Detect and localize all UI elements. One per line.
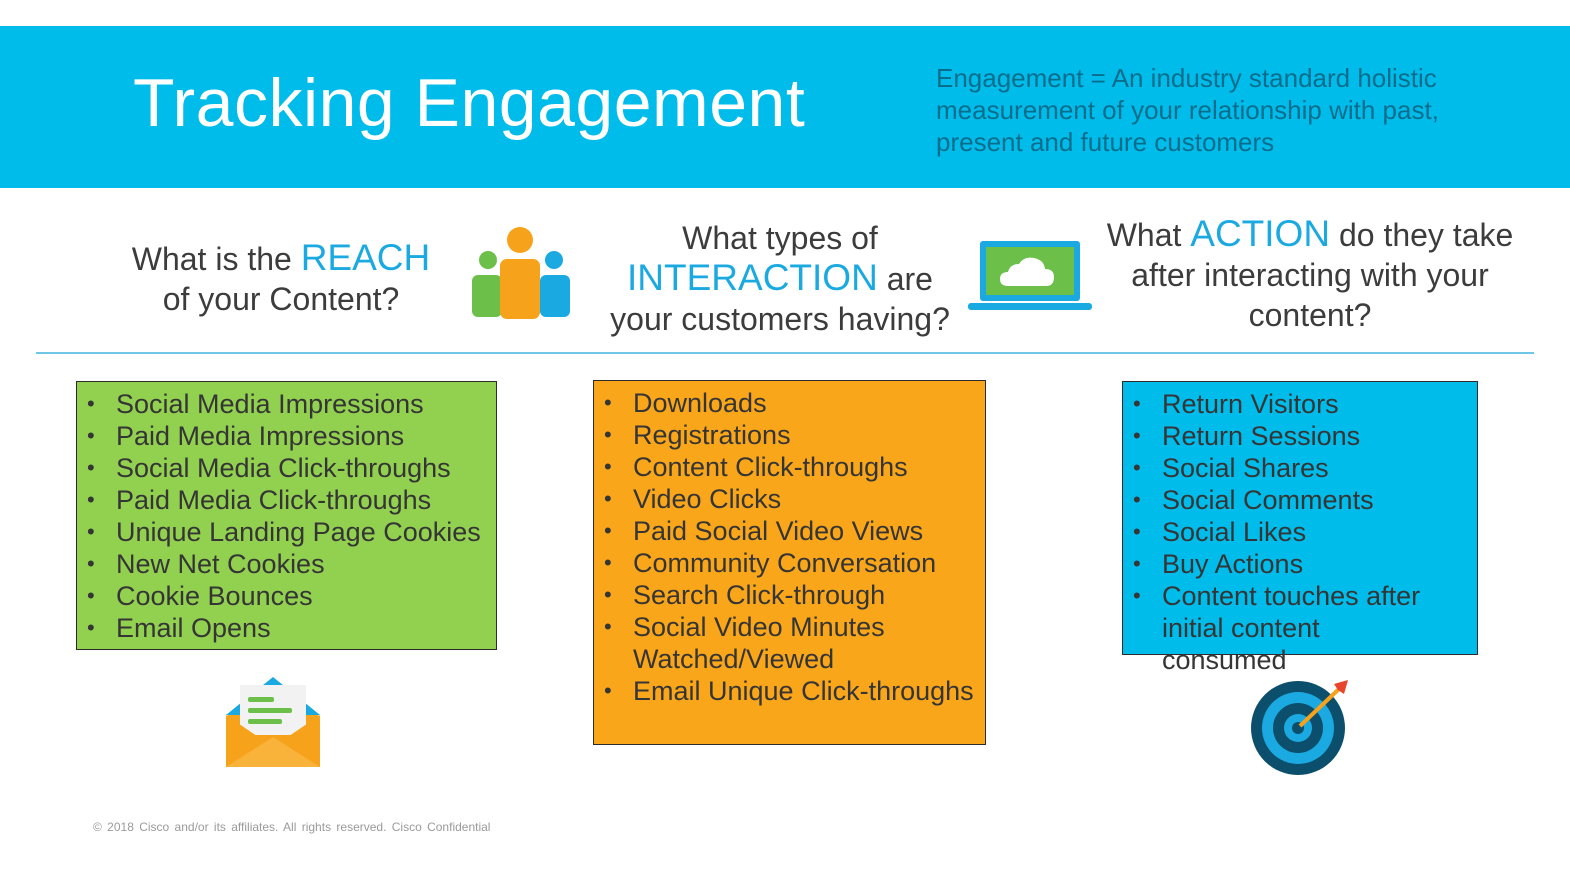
reach-question: What is the REACH of your Content?: [118, 238, 444, 319]
reach-question-before: What is the: [131, 241, 301, 277]
list-item: Return Sessions: [1123, 420, 1477, 452]
action-question-before: What: [1106, 217, 1191, 253]
list-item: Social Video Minutes Watched/Viewed: [594, 611, 894, 675]
list-item: Buy Actions: [1123, 548, 1477, 580]
reach-question-after: of your Content?: [162, 281, 400, 317]
reach-keyword: REACH: [300, 237, 431, 278]
list-item: Social Media Click-throughs: [77, 452, 496, 484]
people-icon: [472, 227, 570, 319]
interaction-keyword: INTERACTION: [627, 257, 878, 298]
list-item: Registrations: [594, 419, 985, 451]
mail-icon: [226, 677, 320, 767]
page-title: Tracking Engagement: [133, 65, 806, 141]
footer-copyright: © 2018 Cisco and/or its affiliates. All …: [93, 820, 491, 834]
engagement-definition: Engagement = An industry standard holist…: [936, 63, 1439, 157]
interaction-metrics-box: Downloads Registrations Content Click-th…: [593, 380, 986, 745]
list-item: Community Conversation: [594, 547, 985, 579]
list-item: Downloads: [594, 387, 985, 419]
interaction-question: What types of INTERACTION are your custo…: [600, 218, 960, 339]
list-item: New Net Cookies: [77, 548, 496, 580]
list-item: Paid Media Click-throughs: [77, 484, 496, 516]
list-item: Cookie Bounces: [77, 580, 496, 612]
action-question: What ACTION do they take after interacti…: [1095, 214, 1525, 335]
reach-metrics-list: Social Media Impressions Paid Media Impr…: [77, 382, 496, 644]
interaction-question-after: are your customers having?: [610, 261, 950, 337]
list-item: Return Visitors: [1123, 388, 1477, 420]
list-item: Social Comments: [1123, 484, 1477, 516]
interaction-metrics-list: Downloads Registrations Content Click-th…: [594, 381, 985, 707]
list-item: Search Click-through: [594, 579, 985, 611]
list-item: Paid Media Impressions: [77, 420, 496, 452]
list-item: Social Likes: [1123, 516, 1477, 548]
list-item: Email Unique Click-throughs: [594, 675, 985, 707]
action-metrics-box: Return Visitors Return Sessions Social S…: [1122, 381, 1478, 675]
section-divider: [36, 352, 1534, 354]
action-keyword: ACTION: [1190, 213, 1331, 254]
list-item: Video Clicks: [594, 483, 985, 515]
list-item: Email Opens: [77, 612, 496, 644]
target-icon: [1251, 680, 1348, 775]
reach-metrics-box: Social Media Impressions Paid Media Impr…: [76, 381, 497, 650]
laptop-cloud-icon: [968, 241, 1092, 310]
list-item: Paid Social Video Views: [594, 515, 985, 547]
interaction-question-before: What types of: [682, 220, 878, 256]
list-item: Content touches after initial content co…: [1123, 580, 1443, 676]
action-question-after: do they take after interacting with your…: [1131, 217, 1514, 333]
header-banner: [0, 26, 1570, 188]
list-item: Content Click-throughs: [594, 451, 985, 483]
list-item: Social Media Impressions: [77, 388, 496, 420]
list-item: Unique Landing Page Cookies: [77, 516, 496, 548]
list-item: Social Shares: [1123, 452, 1477, 484]
action-metrics-list: Return Visitors Return Sessions Social S…: [1123, 382, 1477, 676]
